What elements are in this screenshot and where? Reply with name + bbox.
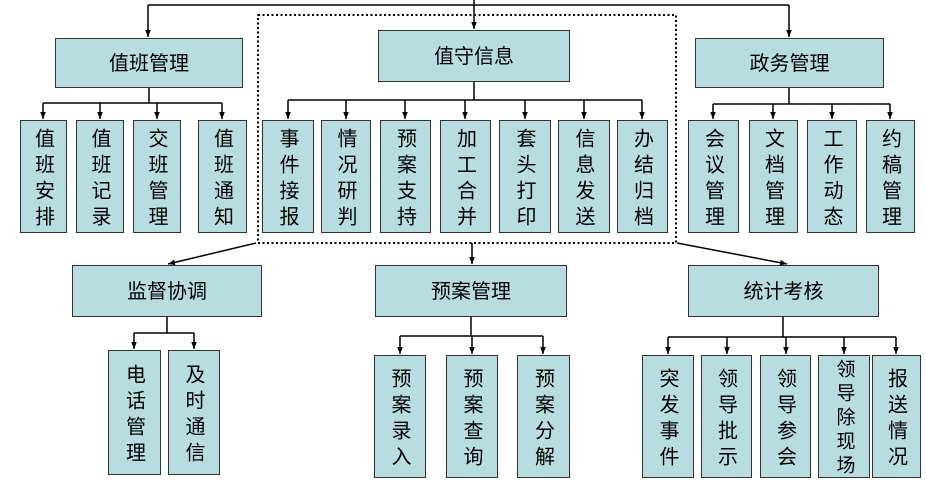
item-label: 事件接报 (276, 127, 300, 232)
leader-meetings-item: 领导参会 (760, 355, 811, 478)
item-label: 情况研判 (334, 127, 358, 232)
statistics-assessment-module: 统计考核 (688, 265, 879, 317)
info-dispatch-item: 信息发送 (558, 120, 610, 233)
item-label: 预案查询 (460, 367, 484, 472)
module-title: 政务管理 (749, 51, 830, 75)
government-affairs-module: 政务管理 (695, 38, 884, 88)
module-title: 统计考核 (743, 279, 824, 303)
item-label: 值班通知 (210, 127, 235, 232)
item-label: 信息发送 (572, 127, 596, 232)
document-management-item: 文档管理 (749, 120, 798, 233)
connector-arrow (167, 242, 257, 266)
watch-information-module: 值守信息 (378, 30, 570, 82)
module-title: 值守信息 (434, 44, 514, 68)
supervision-coordination-module: 监督协调 (72, 265, 262, 317)
item-label: 交班管理 (145, 127, 169, 232)
item-label: 预案分解 (531, 367, 556, 472)
duty-management-module: 值班管理 (55, 38, 243, 88)
item-label: 突发事件 (656, 367, 680, 472)
item-label: 值班安排 (31, 127, 56, 232)
item-label: 值班记录 (88, 127, 112, 232)
duty-scheduling-item: 值班安排 (20, 120, 67, 233)
item-label: 工作动态 (820, 127, 844, 232)
module-title: 值班管理 (109, 51, 189, 75)
incident-reporting-item: 事件接报 (262, 120, 314, 233)
item-label: 领导参会 (773, 367, 798, 472)
item-label: 及时通信 (182, 363, 206, 468)
item-label: 办结归档 (630, 127, 655, 232)
item-label: 预案录入 (388, 367, 412, 472)
module-title: 监督协调 (127, 279, 207, 303)
item-label: 领导批示 (714, 367, 739, 472)
leader-instructions-item: 领导批示 (701, 355, 752, 478)
item-label: 套头打印 (513, 127, 537, 232)
plan-support-item: 预案支持 (380, 120, 431, 233)
item-label: 加工合并 (453, 127, 478, 232)
item-label: 会议管理 (701, 127, 726, 232)
situation-analysis-item: 情况研判 (321, 120, 371, 233)
duty-notice-item: 值班通知 (198, 120, 247, 233)
connector-arrow (676, 242, 788, 266)
work-updates-item: 工作动态 (807, 120, 857, 233)
duty-record-item: 值班记录 (76, 120, 124, 233)
meeting-management-item: 会议管理 (688, 120, 739, 233)
plan-breakdown-item: 预案分解 (517, 355, 570, 478)
item-label: 报送情况 (884, 367, 909, 472)
manuscript-request-item: 约稿管理 (866, 120, 915, 233)
template-print-item: 套头打印 (499, 120, 551, 233)
instant-communication-item: 及时通信 (168, 350, 220, 475)
leader-onsite-item: 领导除现场 (818, 355, 870, 479)
item-label: 预案支持 (393, 127, 418, 232)
contingency-plan-module: 预案管理 (375, 265, 567, 317)
submission-status-item: 报送情况 (872, 355, 921, 478)
item-label: 领导除现场 (833, 359, 856, 479)
phone-management-item: 电话管理 (108, 350, 161, 475)
plan-entry-item: 预案录入 (374, 355, 426, 478)
emergency-events-item: 突发事件 (642, 355, 694, 478)
item-label: 约稿管理 (878, 127, 903, 232)
item-label: 文档管理 (761, 127, 786, 232)
plan-query-item: 预案查询 (446, 355, 498, 478)
shift-handover-item: 交班管理 (133, 120, 181, 233)
processing-merge-item: 加工合并 (440, 120, 491, 233)
module-title: 预案管理 (431, 279, 511, 303)
item-label: 电话管理 (122, 363, 147, 468)
closing-archive-item: 办结归档 (617, 120, 668, 233)
